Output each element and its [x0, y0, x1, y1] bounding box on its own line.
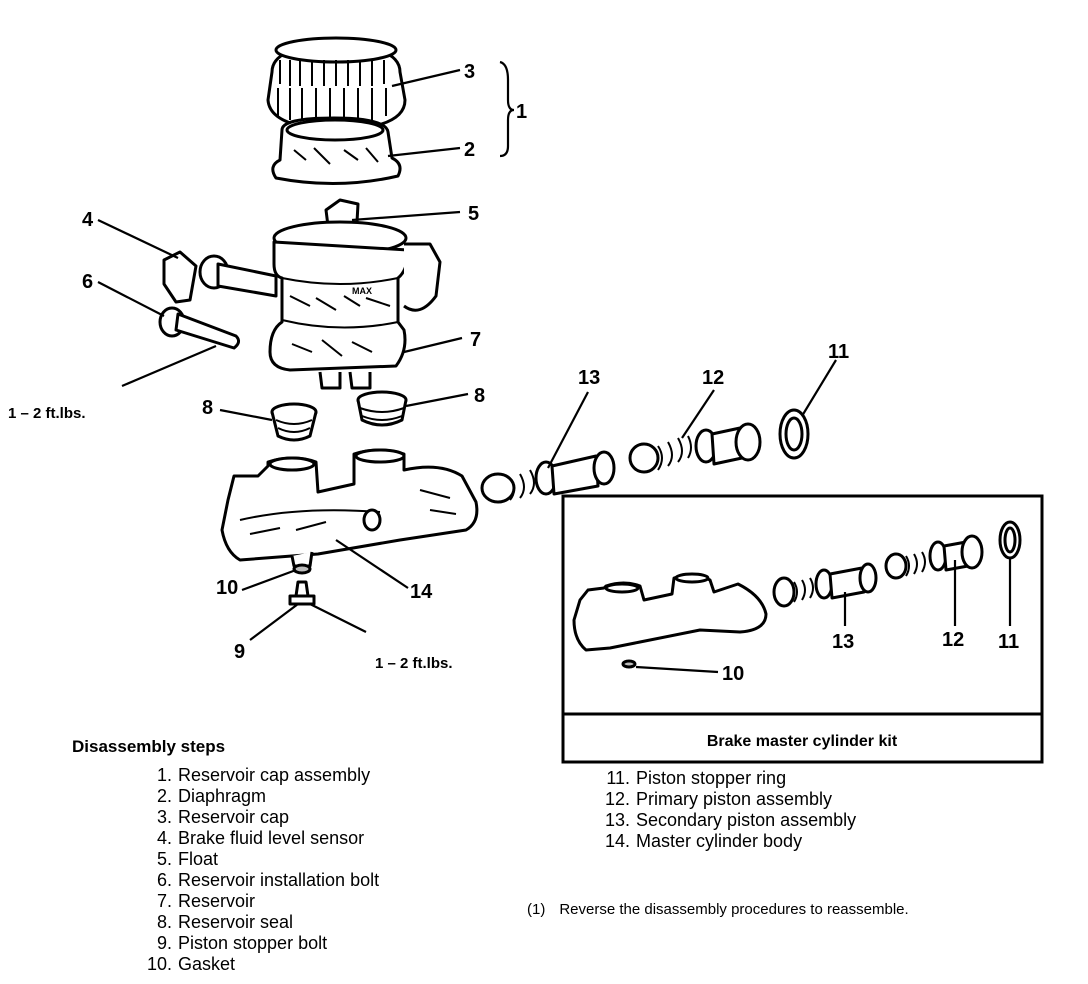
- callout-1: 1: [516, 101, 527, 123]
- kit-title: Brake master cylinder kit: [707, 733, 898, 750]
- step-item: 11.Piston stopper ring: [606, 768, 787, 788]
- callout-3: 3: [464, 61, 475, 83]
- leader-lines: [97, 68, 837, 641]
- step-label: Master cylinder body: [636, 831, 803, 851]
- step-label: Primary piston assembly: [636, 789, 833, 809]
- torque-spec-piston-stopper-bolt: 1 – 2 ft.lbs.: [375, 655, 453, 672]
- callout-11: 11: [828, 341, 849, 363]
- reservoir-seal-left: [270, 402, 318, 442]
- callout-8-right: 8: [474, 385, 485, 407]
- step-item: 4.Brake fluid level sensor: [156, 828, 365, 848]
- piston-stopper-ring: [778, 408, 810, 460]
- step-item: 7.Reservoir: [156, 891, 256, 911]
- step-item: 3.Reservoir cap: [156, 807, 290, 827]
- step-label: Reservoir cap assembly: [178, 765, 371, 785]
- assembly-bracket: [499, 60, 515, 158]
- note-ref: (1): [527, 901, 546, 918]
- torque-spec-reservoir-bolt: 1 – 2 ft.lbs.: [8, 405, 86, 422]
- callout-2: 2: [464, 139, 475, 161]
- step-item: 9.Piston stopper bolt: [156, 933, 328, 953]
- kit-callout-10: 10: [722, 663, 744, 685]
- kit-callout-11: 11: [998, 631, 1019, 653]
- step-label: Piston stopper ring: [636, 768, 787, 788]
- step-item: 8.Reservoir seal: [156, 912, 294, 932]
- steps-list-right: 11.Piston stopper ring 12.Primary piston…: [590, 768, 856, 852]
- reservoir-cap: [266, 36, 407, 132]
- diaphragm: [271, 116, 402, 185]
- steps-list-left: 1.Reservoir cap assembly 2.Diaphragm 3.R…: [132, 765, 379, 975]
- step-label: Brake fluid level sensor: [178, 828, 365, 848]
- fluid-level-sensor: [162, 242, 442, 312]
- step-item: 13.Secondary piston assembly: [604, 810, 857, 830]
- step-item: 1.Reservoir cap assembly: [156, 765, 371, 785]
- step-item: 10.Gasket: [146, 954, 236, 974]
- kit-inset: [561, 494, 1044, 764]
- step-label: Diaphragm: [178, 786, 267, 806]
- reassembly-note: (1) Reverse the disassembly procedures to…: [527, 901, 909, 918]
- callout-9: 9: [234, 641, 245, 663]
- primary-piston-assembly: [628, 422, 762, 474]
- step-item: 6.Reservoir installation bolt: [156, 870, 380, 890]
- svg-text:MAX: MAX: [352, 286, 372, 296]
- note-text: Reverse the disassembly procedures to re…: [559, 901, 909, 918]
- secondary-piston-assembly: [480, 450, 616, 504]
- reservoir: MAX: [268, 220, 410, 390]
- callout-7: 7: [470, 329, 481, 351]
- callout-6: 6: [82, 271, 93, 293]
- legend-title: Disassembly steps: [72, 737, 226, 756]
- callout-5: 5: [468, 203, 479, 225]
- step-label: Reservoir seal: [178, 912, 294, 932]
- gasket: [292, 563, 312, 575]
- step-item: 12.Primary piston assembly: [604, 789, 833, 809]
- kit-callout-13: 13: [832, 631, 854, 653]
- step-label: Float: [178, 849, 219, 869]
- step-item: 2.Diaphragm: [156, 786, 267, 806]
- step-label: Piston stopper bolt: [178, 933, 328, 953]
- kit-callout-12: 12: [942, 629, 964, 651]
- step-label: Reservoir: [178, 891, 256, 911]
- callout-4: 4: [82, 209, 94, 231]
- step-label: Reservoir installation bolt: [178, 870, 380, 890]
- callout-10: 10: [216, 577, 238, 599]
- step-label: Secondary piston assembly: [636, 810, 857, 830]
- callout-12: 12: [702, 367, 724, 389]
- step-item: 5.Float: [156, 849, 219, 869]
- step-item: 14.Master cylinder body: [604, 831, 803, 851]
- step-label: Gasket: [178, 954, 236, 974]
- callout-8-left: 8: [202, 397, 213, 419]
- callout-13: 13: [578, 367, 600, 389]
- reservoir-installation-bolt: [158, 306, 241, 350]
- callout-14: 14: [410, 581, 433, 603]
- master-cylinder-body: [220, 448, 479, 568]
- piston-stopper-bolt: [288, 580, 316, 606]
- step-label: Reservoir cap: [178, 807, 290, 827]
- reservoir-seal-right: [356, 390, 408, 427]
